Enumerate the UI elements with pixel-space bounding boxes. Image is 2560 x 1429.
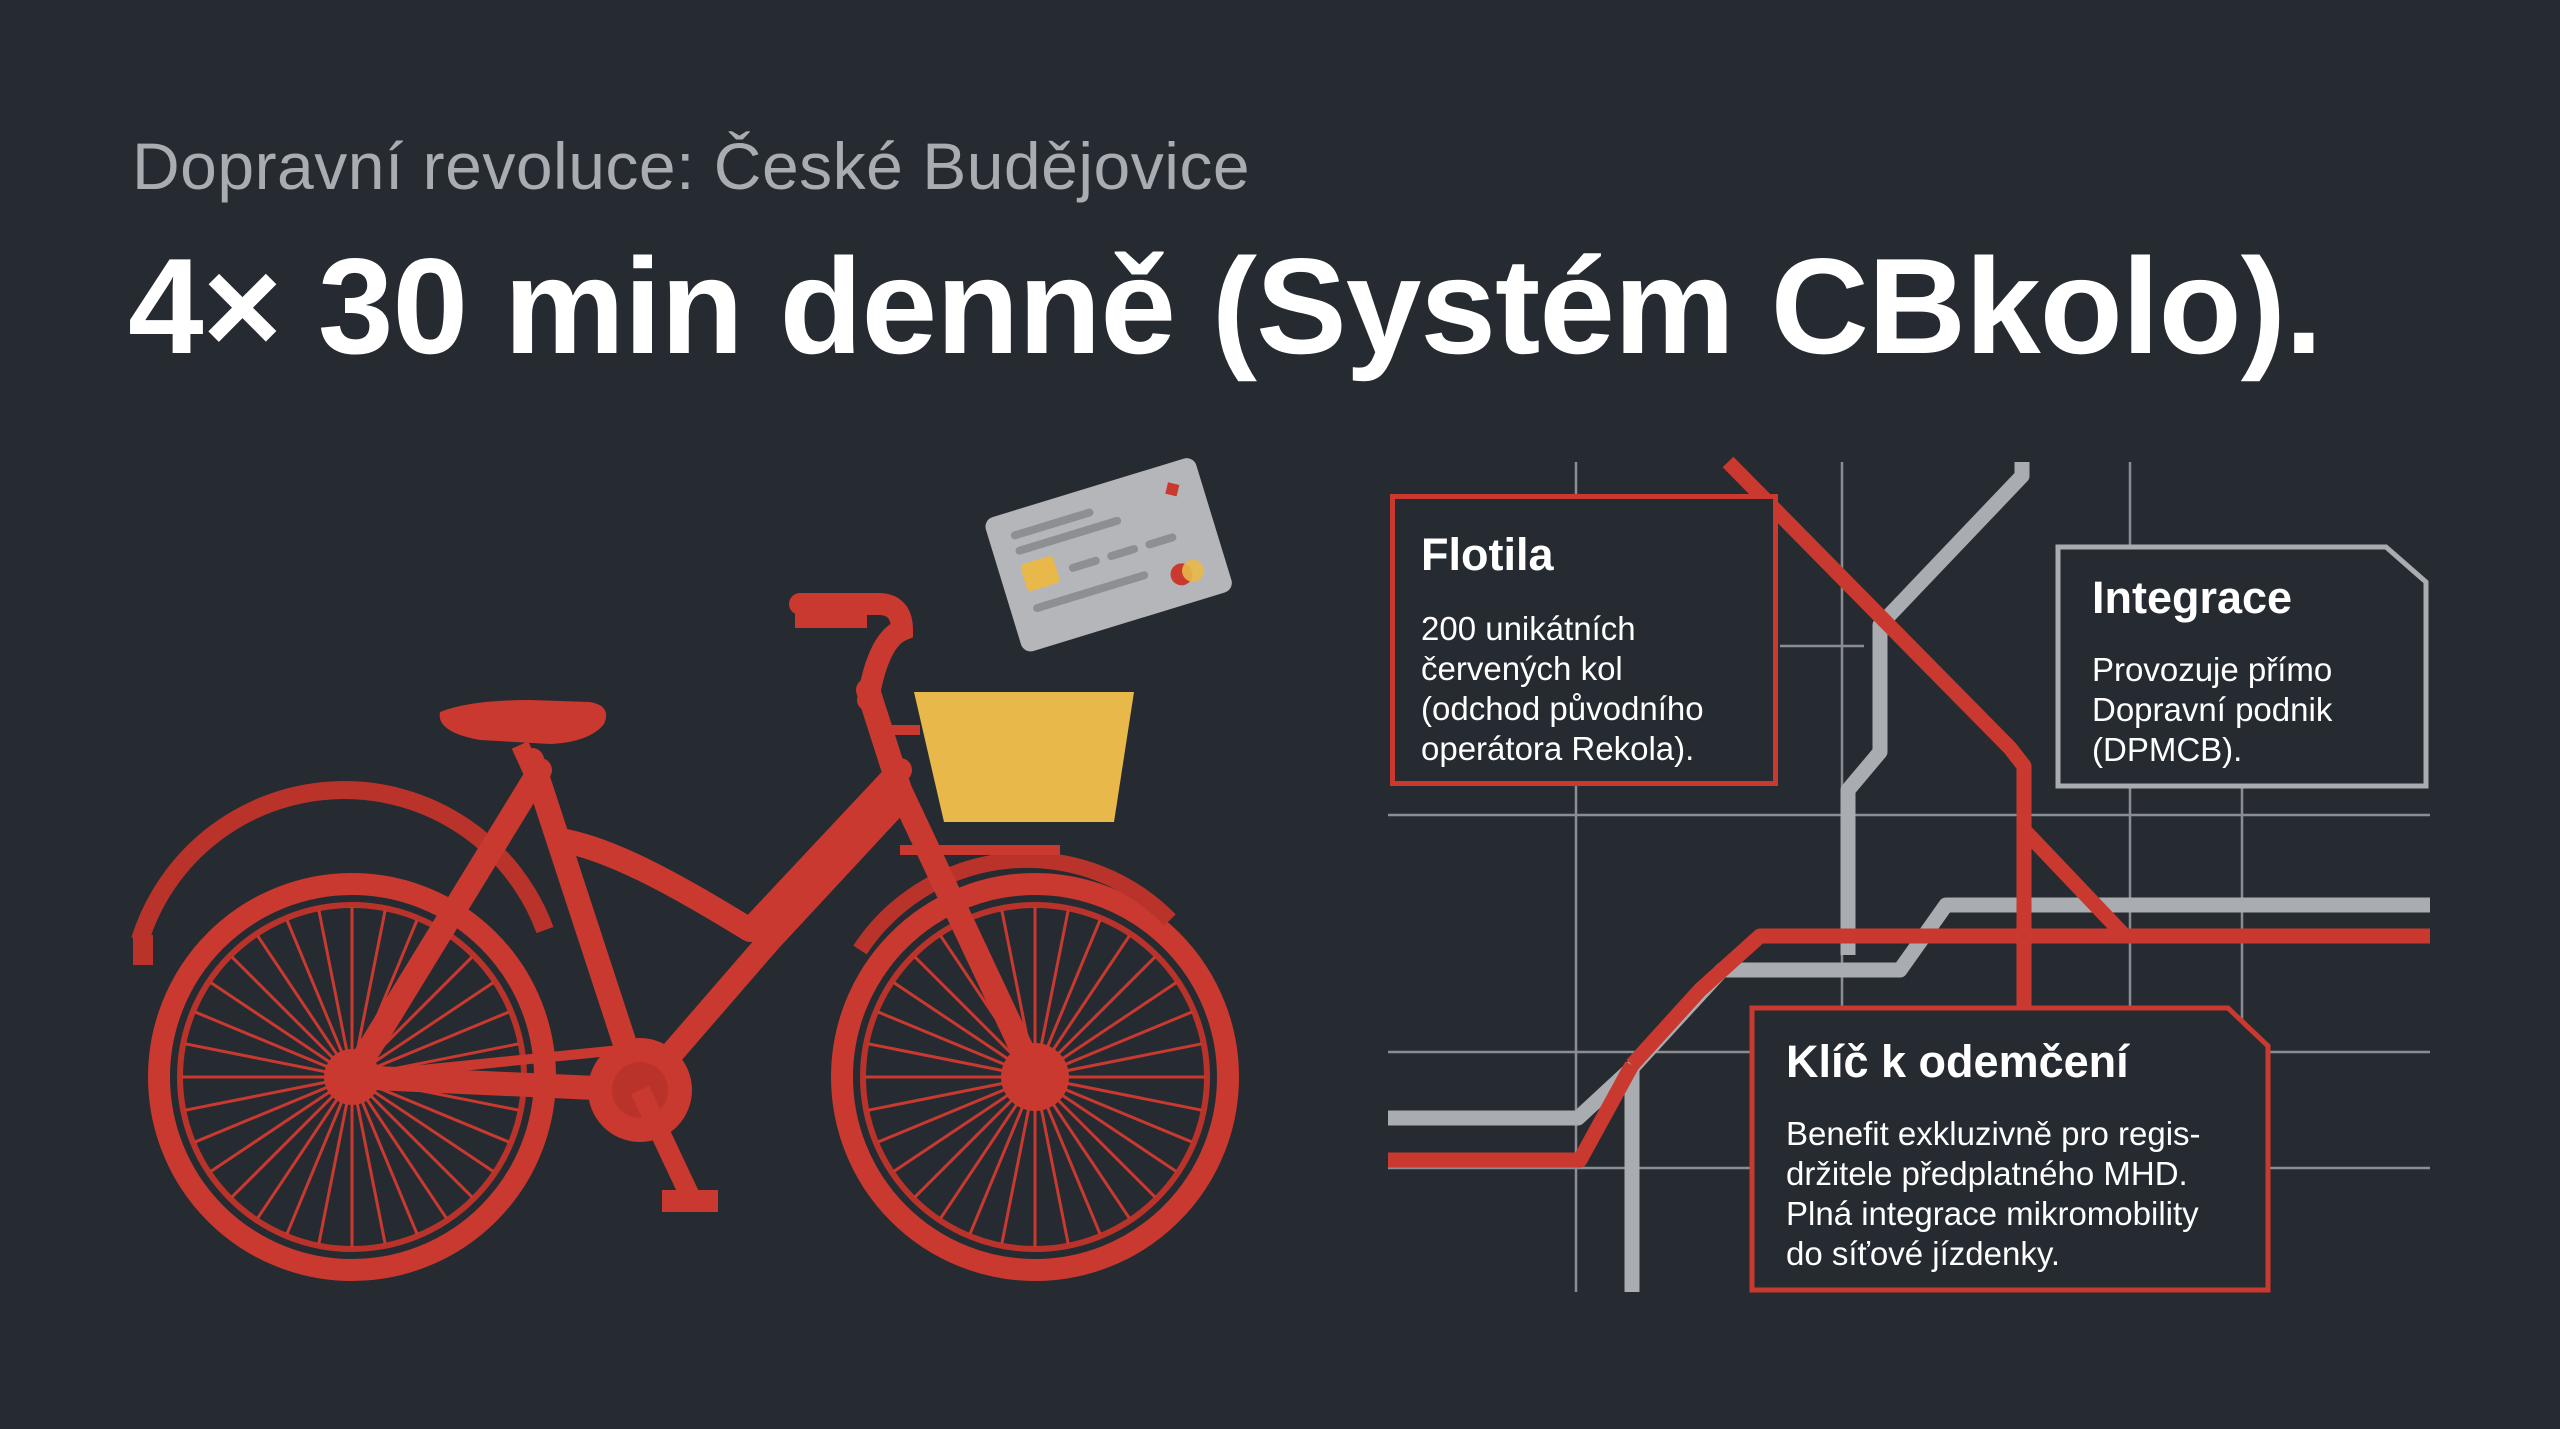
card-integrace: Integrace Provozuje přímo Dopravní podni… bbox=[2058, 546, 2430, 786]
wheel-spoke bbox=[1000, 1076, 1037, 1245]
wheel-spoke bbox=[1033, 909, 1070, 1078]
wheel-spoke bbox=[1033, 934, 1131, 1078]
wheel-spoke bbox=[1034, 1042, 1203, 1079]
card-klic-text: Benefit exkluzivně pro regis-držitele př… bbox=[1786, 1115, 2201, 1272]
wheel-spoke bbox=[285, 1076, 354, 1235]
wheel-spoke bbox=[350, 1075, 474, 1199]
wheel-spoke bbox=[230, 1075, 354, 1199]
red-routes bbox=[1388, 456, 2430, 1168]
wheel-spoke bbox=[939, 1076, 1037, 1220]
wheel-spoke bbox=[892, 1075, 1036, 1173]
wheel-spoke bbox=[350, 1076, 387, 1245]
wheel-spoke bbox=[285, 919, 354, 1078]
bicycle-icon bbox=[131, 593, 1239, 1281]
wheel-spoke bbox=[194, 1075, 353, 1144]
wheel-spoke bbox=[209, 1075, 353, 1173]
wheel-spoke bbox=[350, 1076, 419, 1235]
wheel-spoke bbox=[209, 981, 353, 1079]
card-flotila-title: Flotila bbox=[1421, 529, 1554, 580]
wheel-spoke bbox=[230, 955, 354, 1079]
basket-icon bbox=[880, 692, 1134, 855]
wheel-spoke bbox=[1033, 1076, 1070, 1245]
wheel-spoke bbox=[867, 1075, 1036, 1112]
wheel-spoke bbox=[1034, 1075, 1178, 1173]
wheel-spoke bbox=[1033, 1076, 1102, 1235]
wheel-spoke bbox=[913, 1075, 1037, 1199]
wheel-spoke bbox=[1034, 1075, 1203, 1112]
subtitle: Dopravní revoluce: České Budějovice bbox=[132, 129, 1251, 203]
wheel-spoke bbox=[1033, 955, 1157, 1079]
wheel-spoke bbox=[317, 1076, 354, 1245]
wheel-spoke bbox=[256, 934, 354, 1078]
wheel-spoke bbox=[1034, 1075, 1193, 1144]
wheel-spoke bbox=[1033, 1075, 1157, 1199]
wheel-spoke bbox=[877, 1010, 1036, 1079]
wheel-spoke bbox=[1034, 981, 1178, 1079]
card-flotila: Flotila 200 unikátních červených kol (od… bbox=[1390, 494, 1778, 786]
wheel-spoke bbox=[351, 1010, 510, 1079]
wheel-spoke bbox=[184, 1075, 353, 1112]
wheel-spoke bbox=[184, 1042, 353, 1079]
wheel-spoke bbox=[350, 1076, 448, 1220]
card-integrace-text: Provozuje přímo Dopravní podnik (DPMCB). bbox=[2092, 651, 2333, 768]
wheel-spoke bbox=[968, 1076, 1037, 1235]
wheel-spoke bbox=[351, 1075, 495, 1173]
wheel-spoke bbox=[1033, 1076, 1131, 1220]
wheel-spoke bbox=[877, 1075, 1036, 1144]
card-flotila-text: 200 unikátních červených kol (odchod pův… bbox=[1421, 610, 1704, 767]
card-klic-title: Klíč k odemčení bbox=[1786, 1036, 2129, 1087]
wheel-spoke bbox=[867, 1042, 1036, 1079]
card-integrace-title: Integrace bbox=[2092, 572, 2293, 623]
headline: 4× 30 min denně (Systém CBkolo). bbox=[128, 230, 2323, 382]
wheel-spoke bbox=[1034, 1010, 1193, 1079]
wheel-spoke bbox=[892, 981, 1036, 1079]
card-klic: Klíč k odemčení Benefit exkluzivně pro r… bbox=[1752, 1008, 2272, 1292]
wheel-spoke bbox=[194, 1010, 353, 1079]
wheel-spoke bbox=[1033, 919, 1102, 1078]
payment-card-icon bbox=[985, 458, 1232, 652]
wheel-spoke bbox=[256, 1076, 354, 1220]
wheel-spoke bbox=[317, 909, 354, 1078]
